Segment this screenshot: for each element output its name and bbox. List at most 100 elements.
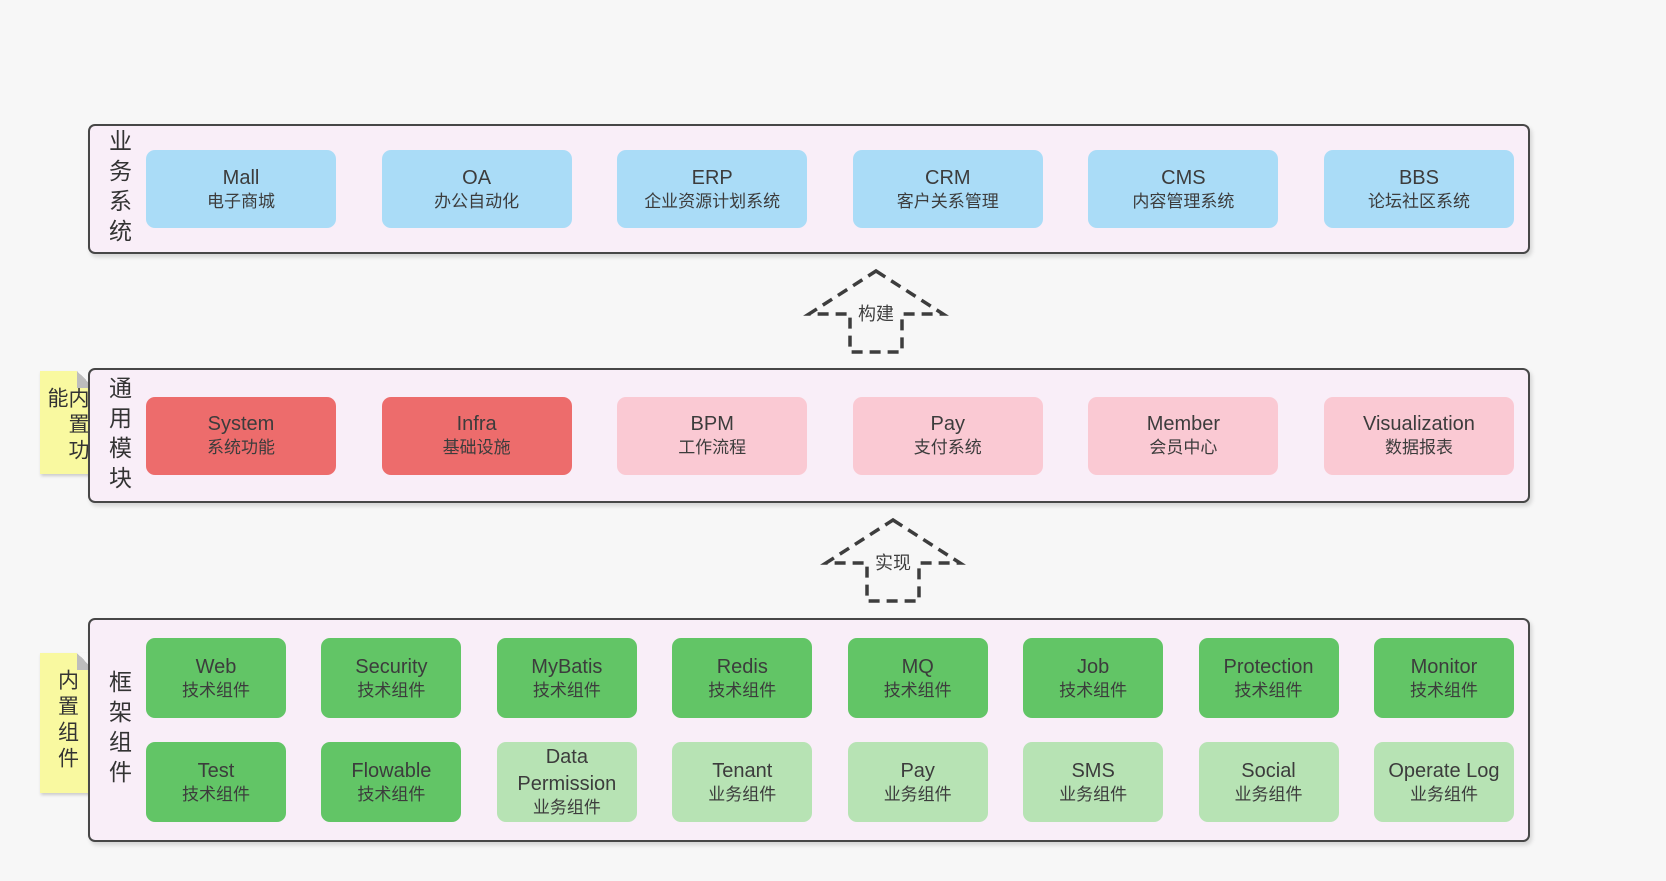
component-name: Social	[1241, 759, 1296, 782]
component-subtitle: 工作流程	[678, 438, 747, 458]
component-subtitle: 技术组件	[182, 680, 250, 700]
component-name: BPM	[690, 413, 734, 436]
component-name: Mall	[222, 166, 260, 189]
component-subtitle: 支付系统	[913, 438, 982, 458]
sticky-note-builtin-components: 内置组件	[40, 653, 94, 793]
component-name: Infra	[456, 413, 497, 436]
component-name: Flowable	[351, 759, 432, 782]
component-subtitle: 业务组件	[1234, 784, 1303, 804]
component-name: MyBatis	[531, 655, 603, 678]
layer-label-column: 框架组件	[90, 620, 146, 840]
component-name: Tenant	[712, 759, 773, 782]
implement-arrow-label: 实现	[872, 548, 914, 576]
component-name: Web	[195, 655, 237, 678]
component-subtitle: 技术组件	[357, 680, 426, 700]
component-subtitle: 技术组件	[1409, 680, 1478, 700]
component-name: System	[207, 413, 275, 436]
sticky-note-label: 内置功能	[45, 387, 89, 465]
component-subtitle: 技术组件	[182, 784, 250, 804]
layer-label-column: 业务系统	[90, 126, 146, 252]
component-name: Data Permission	[517, 746, 617, 795]
component-name: SMS	[1071, 759, 1115, 782]
component-name: CRM	[925, 166, 971, 189]
component-name: Operate Log	[1388, 759, 1500, 782]
component-name: Security	[355, 655, 428, 678]
component-subtitle: 业务组件	[1059, 784, 1128, 804]
implement-arrow: 实现	[820, 517, 966, 604]
sticky-note-label: 内置组件	[55, 669, 79, 773]
component-subtitle: 技术组件	[532, 680, 601, 700]
component-subtitle: 客户关系管理	[896, 191, 999, 211]
dashed-up-arrow-icon	[820, 517, 966, 603]
component-subtitle: 业务组件	[883, 784, 952, 804]
component-subtitle: 业务组件	[1409, 784, 1478, 804]
component-name: MQ	[901, 655, 934, 678]
component-subtitle: 数据报表	[1384, 438, 1453, 458]
build-arrow: 构建	[803, 268, 949, 355]
component-name: Member	[1146, 413, 1221, 436]
component-name: Monitor	[1410, 655, 1478, 678]
component-name: Pay	[900, 759, 935, 782]
component-name: OA	[462, 166, 492, 189]
component-subtitle: 系统功能	[207, 438, 275, 458]
sticky-note-builtin-features: 内置功能	[40, 371, 94, 474]
component-subtitle: 技术组件	[883, 680, 952, 700]
component-subtitle: 业务组件	[708, 784, 777, 804]
dashed-up-arrow-icon	[803, 268, 949, 354]
component-subtitle: 业务组件	[532, 798, 601, 818]
component-subtitle: 基础设施	[442, 438, 511, 458]
component-subtitle: 技术组件	[708, 680, 777, 700]
layer-label: 业务系统	[105, 129, 132, 249]
component-subtitle: 技术组件	[1234, 680, 1303, 700]
component-name: BBS	[1398, 166, 1439, 189]
component-subtitle: 内容管理系统	[1132, 191, 1235, 211]
component-name: Test	[197, 759, 235, 782]
layer-label-column: 通用模块	[90, 370, 146, 501]
layer-label: 框架组件	[105, 670, 132, 790]
component-subtitle: 技术组件	[357, 784, 426, 804]
component-subtitle: 论坛社区系统	[1367, 191, 1470, 211]
component-name: CMS	[1161, 166, 1206, 189]
component-box-data-permission: Data Permission 业务组件	[496, 742, 637, 822]
component-subtitle: 电子商城	[207, 191, 275, 211]
component-subtitle: 办公自动化	[434, 191, 520, 211]
component-name: Job	[1076, 655, 1110, 678]
component-name: ERP	[691, 166, 733, 189]
layer-label: 通用模块	[105, 375, 132, 496]
component-name: Protection	[1223, 655, 1314, 678]
component-subtitle: 会员中心	[1149, 438, 1218, 458]
